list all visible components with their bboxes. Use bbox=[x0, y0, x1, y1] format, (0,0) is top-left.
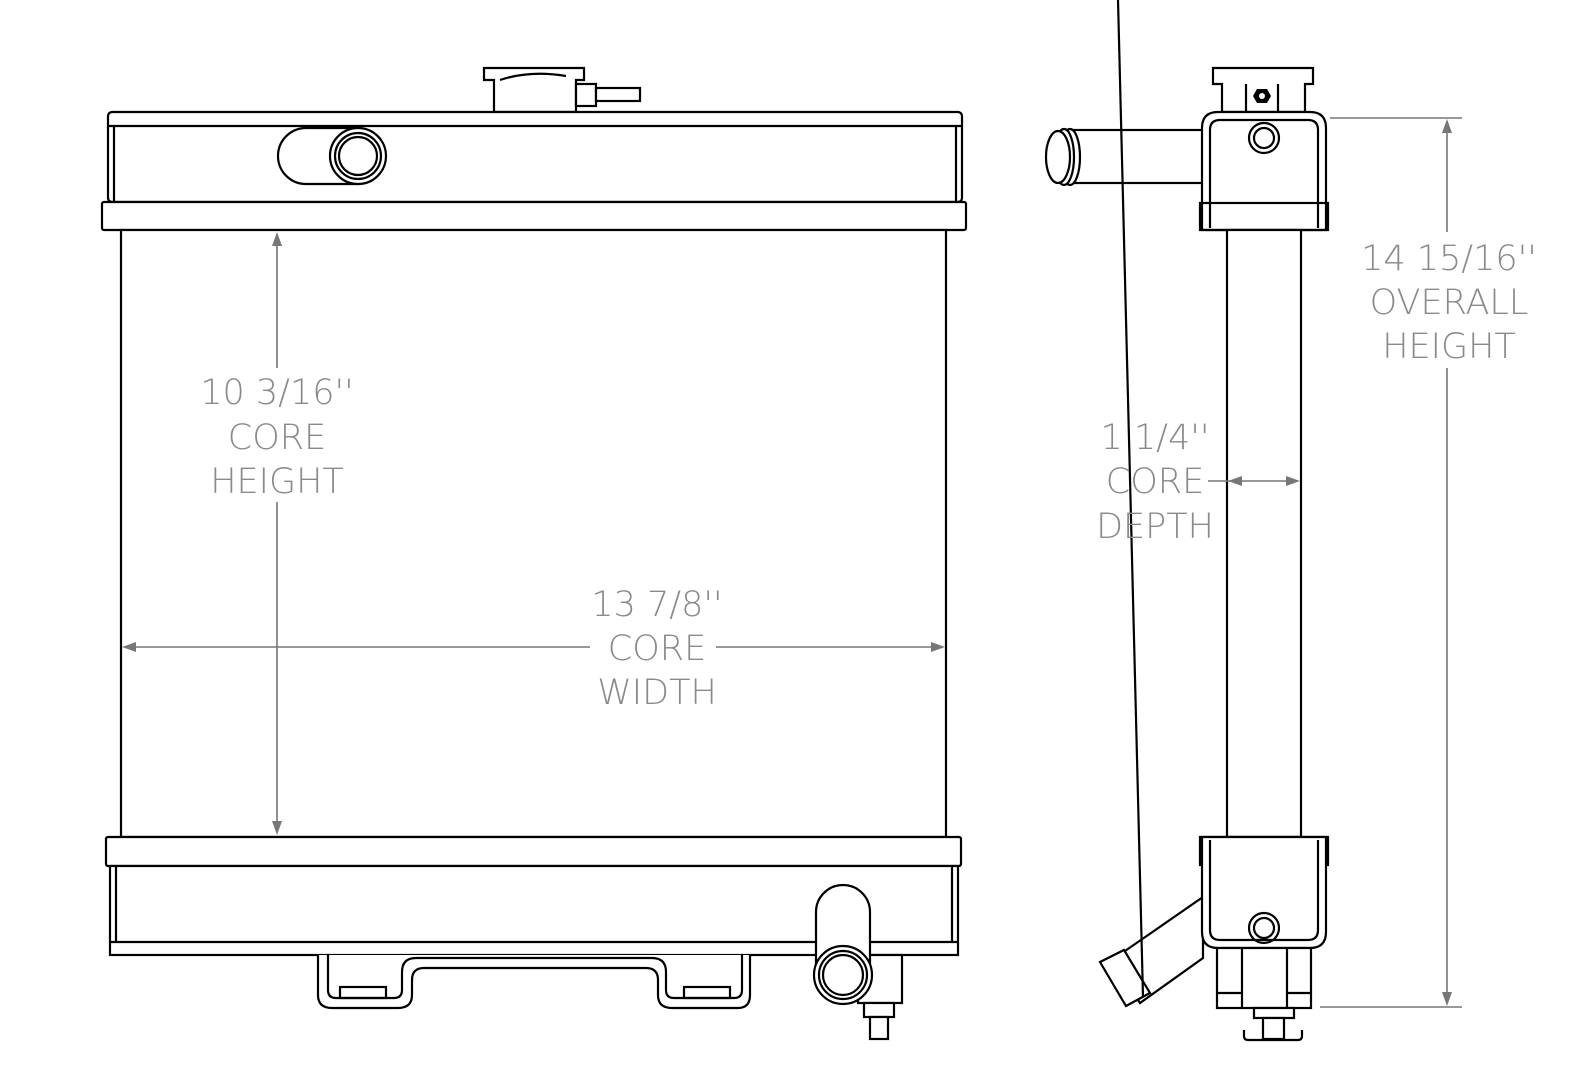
side-cap bbox=[1211, 66, 1315, 114]
arrowhead bbox=[122, 642, 136, 652]
top-header-plate bbox=[100, 200, 968, 232]
arrowhead bbox=[1442, 119, 1452, 133]
core-front bbox=[119, 228, 948, 839]
side-inlet-pipe bbox=[1044, 127, 1206, 187]
side-bottom-block bbox=[1215, 946, 1313, 1042]
core-width-value: 13 7/8'' bbox=[591, 585, 722, 625]
core-width-label: 13 7/8'' CORE WIDTH bbox=[591, 585, 722, 713]
side-top-tank bbox=[1198, 110, 1330, 232]
top-tank bbox=[106, 110, 964, 204]
overall-height-value: 14 15/16'' bbox=[1361, 239, 1537, 279]
arrowhead bbox=[931, 642, 945, 652]
outlet-pipe bbox=[812, 883, 874, 1006]
core-height-line2: CORE bbox=[228, 418, 326, 458]
arrowhead bbox=[1286, 476, 1300, 486]
side-bottom-tank bbox=[1198, 835, 1330, 950]
core-depth-label: 1 1/4'' CORE DEPTH bbox=[1096, 418, 1214, 547]
side-outlet-pipe bbox=[1098, 0, 1205, 1008]
bottom-header-plate bbox=[104, 835, 963, 868]
core-depth-line3: DEPTH bbox=[1096, 507, 1214, 547]
core-depth-value: 1 1/4'' bbox=[1101, 418, 1210, 458]
core-depth-dimension bbox=[1208, 476, 1300, 486]
core-side bbox=[1225, 228, 1303, 839]
front-view bbox=[100, 66, 968, 1041]
overall-height-line3: HEIGHT bbox=[1382, 327, 1516, 367]
overall-height-line2: OVERALL bbox=[1370, 283, 1529, 323]
filler-neck bbox=[482, 66, 642, 114]
inlet-pipe bbox=[276, 126, 388, 186]
core-width-line3: WIDTH bbox=[597, 673, 717, 713]
arrowhead bbox=[272, 821, 282, 835]
core-depth-line2: CORE bbox=[1106, 462, 1204, 502]
side-view bbox=[1044, 0, 1330, 1042]
mounting-bracket bbox=[316, 955, 752, 1010]
overall-height-dimension bbox=[1320, 117, 1462, 1008]
core-height-dimension bbox=[272, 232, 282, 835]
arrowhead bbox=[1442, 992, 1452, 1006]
core-height-label: 10 3/16'' CORE HEIGHT bbox=[200, 373, 354, 502]
arrowhead bbox=[1228, 476, 1242, 486]
core-height-line3: HEIGHT bbox=[210, 462, 344, 502]
core-width-dimension bbox=[122, 642, 945, 652]
core-height-value: 10 3/16'' bbox=[200, 373, 354, 413]
core-width-line2: CORE bbox=[608, 629, 706, 669]
arrowhead bbox=[272, 232, 282, 246]
overall-height-label: 14 15/16'' OVERALL HEIGHT bbox=[1361, 239, 1537, 367]
